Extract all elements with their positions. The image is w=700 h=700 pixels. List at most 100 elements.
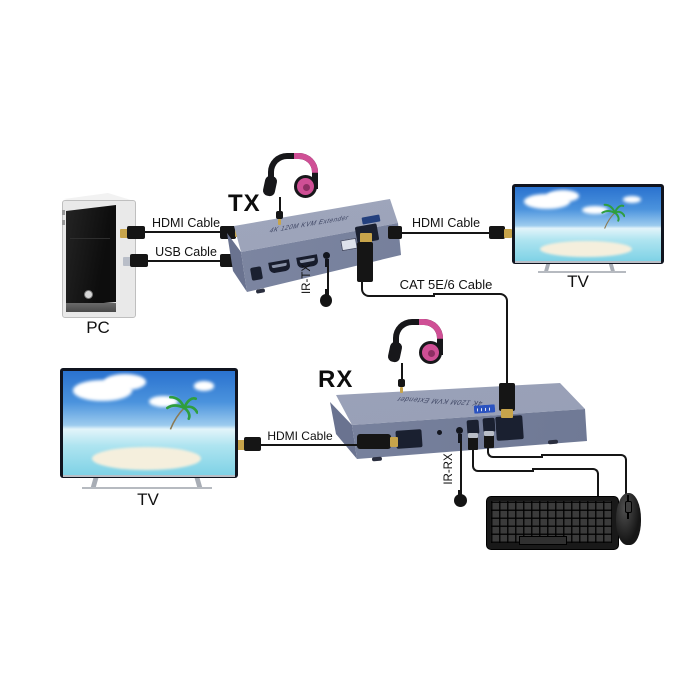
- hdmi-cable-tx-tv: [402, 232, 490, 234]
- headphone-earcup-center: [303, 184, 310, 191]
- usb-plug-pc: [130, 254, 148, 267]
- ir-tx-label: IR-TX: [301, 263, 313, 295]
- hdmi-plug-rx: [357, 434, 391, 449]
- cat-plug-rx: [499, 383, 515, 411]
- cat-plug-contacts-tx: [360, 233, 372, 243]
- cloud: [623, 195, 641, 203]
- hdmi-cable-tx-tv-label: HDMI Cable: [411, 216, 481, 230]
- cloud: [104, 374, 146, 390]
- mouse-cable-segment-1: [487, 448, 543, 458]
- hdmi-plug-tx-right: [388, 226, 402, 239]
- ir-rx-emitter: [454, 494, 467, 507]
- hdmi-plug-tip-pc: [120, 229, 128, 238]
- mouse: [616, 493, 641, 545]
- hdmi-plug-tip-tx: [235, 229, 242, 237]
- cat-cable-segment-2: [433, 293, 508, 389]
- keyboard-cable-segment-1: [472, 450, 534, 472]
- pc-power-button: [84, 290, 93, 299]
- usb-plug-tx: [220, 254, 236, 267]
- tv-bottom-stand-base: [82, 487, 212, 489]
- headphone-earcup-right: [419, 341, 442, 364]
- rx-headphone-plug-tip: [400, 387, 403, 393]
- ir-tx-emitter: [320, 294, 332, 307]
- tv-bottom-screen: [63, 371, 235, 475]
- cloud: [193, 381, 215, 391]
- tx-headphone-plug-tip: [278, 219, 281, 225]
- ir-rx-emitter-stem: [458, 490, 462, 496]
- tv-bottom: [60, 368, 238, 478]
- ir-rx-label: IR-RX: [443, 453, 455, 485]
- cloud: [149, 395, 179, 408]
- rx-foot: [371, 456, 383, 462]
- hdmi-plug-tx: [220, 226, 236, 239]
- cloud: [547, 189, 580, 202]
- hdmi-plug-tv-top: [489, 226, 505, 239]
- ir-tx-cable: [327, 266, 329, 294]
- keyboard: [486, 496, 619, 550]
- keyboard-spacebar: [519, 536, 567, 545]
- tx-ir-jack: [323, 252, 330, 259]
- hdmi-plug-tip-rx: [390, 437, 398, 447]
- tv-top-bezel: [515, 261, 661, 263]
- rx-title: RX: [318, 366, 354, 393]
- pc-side-button-2: [62, 220, 65, 225]
- ir-rx-plug-stem: [458, 434, 462, 443]
- tv-bottom-bezel: [63, 475, 235, 477]
- island: [92, 446, 201, 470]
- hdmi-plug-tip-tv-bottom: [237, 440, 245, 450]
- headphone-earcup-right: [294, 175, 317, 198]
- tx-unit-top-text: 4K 120M KVM Extender: [268, 214, 350, 235]
- ir-tx-plug-stem: [325, 259, 329, 267]
- usb-cable-pc-tx: [147, 260, 221, 262]
- usb-plug-tip-tx: [235, 257, 242, 265]
- tx-headphone-cord: [279, 197, 281, 213]
- palm-tree: [601, 204, 625, 230]
- usb-plug-tip-pc: [123, 257, 131, 266]
- hdmi-cable-pc-tx: [144, 231, 221, 233]
- ir-rx-cable: [460, 441, 462, 495]
- rx-usb-connector-1: [468, 433, 478, 450]
- rx-foot-2: [547, 439, 559, 445]
- pc-bottom-strip: [66, 303, 116, 312]
- mouse-cable-segment-2: [541, 454, 627, 498]
- headphone-earcup-left: [387, 340, 403, 364]
- tx-title: TX: [228, 190, 261, 217]
- pc-drive-bay-line: [70, 238, 110, 239]
- tv-top: [512, 184, 664, 264]
- rx-usb-connector-1-band: [468, 433, 478, 438]
- rx-brand-sticker: [473, 404, 496, 414]
- tv-top-label: TV: [567, 272, 589, 291]
- tv-bottom-label: TV: [137, 490, 159, 509]
- cat-cable-label: CAT 5E/6 Cable: [399, 277, 493, 292]
- pc-label: PC: [86, 318, 110, 337]
- rx-usb-connector-2-band: [484, 431, 494, 436]
- headphone-band-accent: [419, 319, 443, 339]
- tv-top-screen: [515, 187, 661, 261]
- cat-plug-tx: [357, 242, 373, 282]
- cat-plug-contacts-rx: [501, 409, 513, 418]
- island: [539, 241, 632, 258]
- rx-ir-jack: [456, 427, 463, 434]
- pc-side-button: [62, 210, 65, 215]
- rx-headphone-cord: [401, 363, 403, 381]
- tx-power-port: [249, 266, 264, 281]
- headphone-band-accent: [294, 153, 318, 173]
- ir-tx-emitter-stem: [325, 289, 329, 296]
- hdmi-plug-tv-bottom: [244, 437, 261, 451]
- rx-hdmi-port: [395, 429, 423, 449]
- usb-cable-pc-tx-label: USB Cable: [155, 245, 217, 259]
- cloud: [582, 206, 609, 215]
- tx-headphone-plug: [276, 211, 283, 219]
- headphone-earcup-center: [428, 350, 435, 357]
- hdmi-plug-tip-tv-top: [504, 229, 512, 238]
- pc-front-panel: [66, 205, 116, 306]
- palm-tree: [166, 396, 199, 431]
- rx-led: [437, 430, 442, 435]
